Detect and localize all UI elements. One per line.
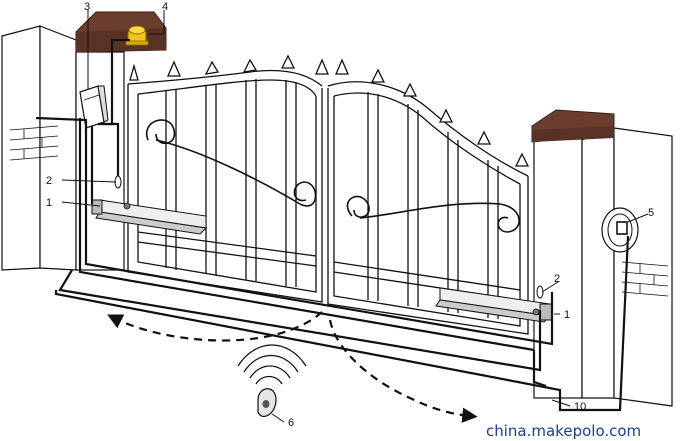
control-box-icon xyxy=(79,85,109,129)
left-gate-leaf xyxy=(127,54,329,303)
photocell-sensor-icon xyxy=(601,207,639,253)
radio-signal-icon xyxy=(237,344,307,385)
callout-2-right: 2 xyxy=(554,273,560,285)
left-pillar xyxy=(1,25,125,271)
remote-control-icon xyxy=(257,388,277,417)
right-gate-actuator xyxy=(435,287,553,323)
left-pillar-cap xyxy=(75,11,167,53)
callout-10: 10 xyxy=(574,401,586,413)
callout-1-right: 1 xyxy=(564,309,570,321)
callout-3: 3 xyxy=(84,1,90,13)
brick-pattern-right xyxy=(621,261,669,297)
right-gate-leaf xyxy=(327,58,530,335)
callout-labels: 3 4 2 1 2 1 5 6 10 xyxy=(46,1,654,429)
right-pillar xyxy=(531,109,673,407)
left-gate-actuator xyxy=(91,199,208,235)
brick-pattern-left xyxy=(9,125,59,161)
callout-4: 4 xyxy=(162,1,168,13)
callout-2-left: 2 xyxy=(46,175,52,187)
right-sensor-icon xyxy=(536,285,544,299)
callout-leaders xyxy=(61,10,649,423)
callout-5: 5 xyxy=(648,207,654,219)
callout-1-left: 1 xyxy=(46,197,52,209)
swing-direction-arrows xyxy=(107,311,478,423)
warning-lamp-icon xyxy=(125,25,149,46)
watermark-text: china.makepolo.com xyxy=(486,422,641,440)
callout-6: 6 xyxy=(288,417,294,429)
wiring xyxy=(35,38,630,412)
